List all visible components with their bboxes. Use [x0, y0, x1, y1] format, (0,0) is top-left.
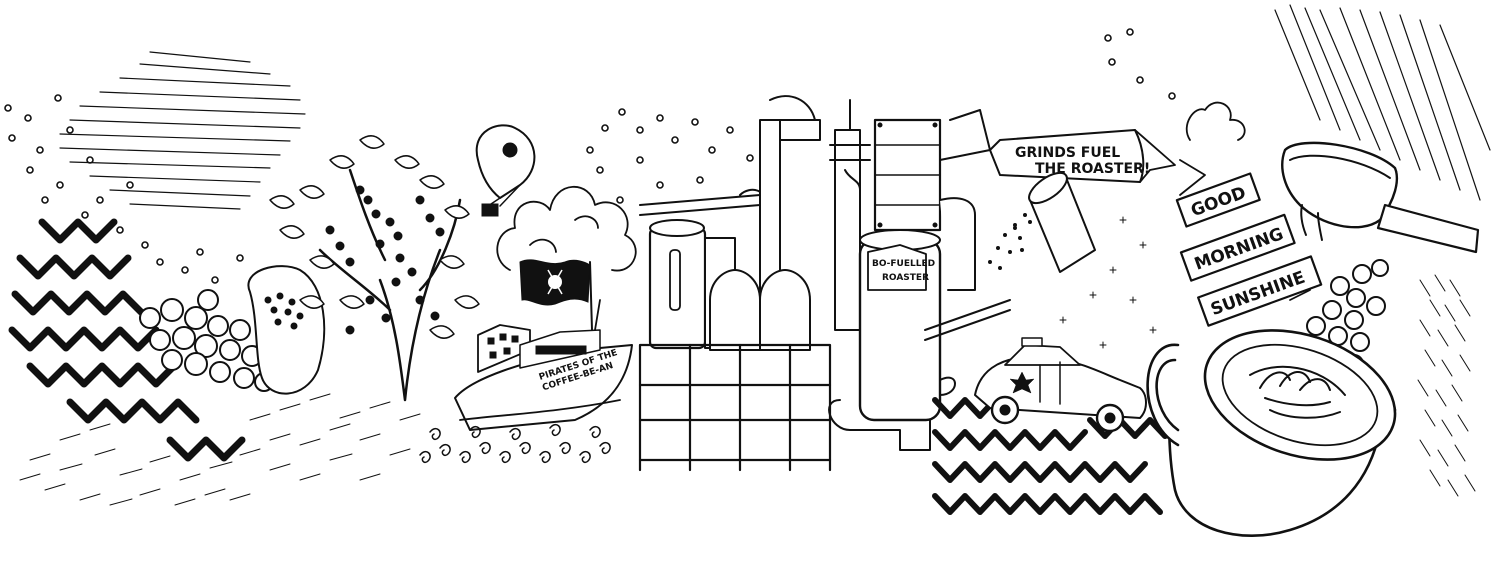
grinds-banner: GRINDS FUEL THE ROASTER!	[989, 129, 1176, 183]
roaster-machine: BO-FUELLED ROASTER	[828, 99, 1011, 451]
ground-hatch-right	[1417, 274, 1476, 497]
espresso-portafilter	[1281, 141, 1480, 254]
taxi-car	[974, 337, 1147, 433]
ground-hatch-left	[19, 393, 421, 506]
roaster-label-line2: ROASTER	[882, 273, 929, 283]
bean-dots-left	[4, 94, 244, 284]
bean-dots-middle	[586, 108, 754, 204]
svg-text:BO-FUELLED ROASTER: BO-FUELLED ROASTER	[872, 259, 938, 283]
sky-streaks-left	[59, 51, 306, 210]
smoke-cloud	[496, 185, 637, 272]
grinds-bucket	[988, 171, 1157, 349]
roaster-label-line1: BO-FUELLED	[872, 259, 935, 269]
water-swirls	[419, 423, 611, 464]
coffee-cherry-cluster-right	[1300, 259, 1389, 374]
hot-air-balloon	[475, 124, 536, 217]
processing-plant	[638, 95, 832, 472]
zigzag-band-left	[8, 218, 246, 462]
coffee-cherry-cluster	[139, 289, 274, 392]
steam-swirl	[1185, 101, 1246, 141]
banner-grinds-line1: GRINDS FUEL	[1015, 145, 1120, 161]
pirate-flag	[519, 259, 593, 331]
sky-streaks-right	[1274, 4, 1491, 201]
coffee-tree	[269, 135, 480, 402]
cargo-ship: PIRATES OF THE COFFEE-BE-AN	[454, 299, 633, 431]
bean-dots-right	[1104, 28, 1176, 100]
latte-cup	[1146, 329, 1397, 537]
